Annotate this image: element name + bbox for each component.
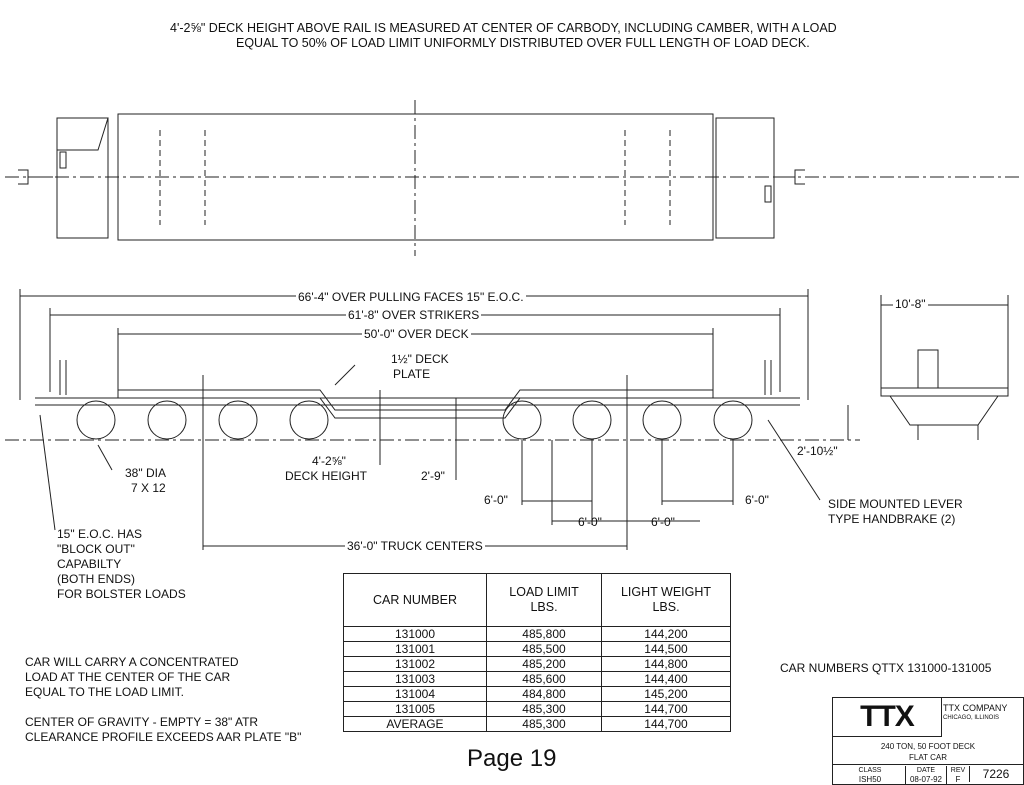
- header-note-line2: EQUAL TO 50% OF LOAD LIMIT UNIFORMLY DIS…: [236, 36, 810, 50]
- col-load-limit: LOAD LIMIT LBS.: [486, 573, 602, 627]
- title-block: TTX TTX COMPANY CHICAGO, ILLINOIS 240 TO…: [832, 697, 1024, 785]
- dim-two-ten: 2'-10½": [797, 444, 838, 458]
- car-weights-table: CAR NUMBER LOAD LIMIT LBS. LIGHT WEIGHT …: [343, 573, 731, 732]
- class-cell: CLASS ISH50: [858, 767, 882, 784]
- dim-six-d: 6'-0": [745, 493, 769, 507]
- ttx-logo: TTX: [833, 698, 942, 737]
- eoc-note: 15" E.O.C. HAS "BLOCK OUT" CAPABILTY (BO…: [57, 527, 186, 601]
- dim-two-nine: 2'-9": [421, 469, 445, 483]
- wheel-dia-label: 38" DIA: [125, 466, 166, 480]
- dim-width: 10'-8": [893, 297, 928, 312]
- dim-truck-centers: 36'-0" TRUCK CENTERS: [345, 539, 485, 554]
- company-name: TTX COMPANY: [943, 703, 1008, 713]
- wheel-size-label: 7 X 12: [131, 481, 166, 495]
- handbrake-label-1: SIDE MOUNTED LEVER: [828, 497, 963, 511]
- company-city: CHICAGO, ILLINOIS: [943, 715, 1000, 721]
- end-view: [880, 295, 1009, 440]
- date-cell: DATE 08-07-92: [905, 766, 946, 784]
- col-car-number: CAR NUMBER: [343, 573, 487, 627]
- dim-over-deck: 50'-0" OVER DECK: [362, 327, 471, 342]
- dim-six-c: 6'-0": [651, 515, 675, 529]
- page-number: Page 19: [467, 745, 557, 772]
- table-header-row: CAR NUMBER LOAD LIMIT LBS. LIGHT WEIGHT …: [343, 573, 731, 627]
- dim-strikers: 61'-8" OVER STRIKERS: [346, 308, 482, 323]
- top-view: [5, 100, 1020, 256]
- col-light-weight: LIGHT WEIGHT LBS.: [601, 573, 731, 627]
- dim-six-a: 6'-0": [484, 493, 508, 507]
- deck-height-dim: 4'-2⅝": [312, 454, 346, 468]
- deck-plate-label-1: 1½" DECK: [391, 352, 449, 366]
- dim-pulling-faces: 66'-4" OVER PULLING FACES 15" E.O.C.: [296, 290, 526, 305]
- rev-cell: REV F: [946, 766, 969, 784]
- deck-plate-label-2: PLATE: [393, 367, 431, 381]
- dim-six-b: 6'-0": [578, 515, 602, 529]
- deck-height-label: DECK HEIGHT: [285, 469, 368, 483]
- header-note-line1: 4'-2⅝" DECK HEIGHT ABOVE RAIL IS MEASURE…: [170, 21, 837, 35]
- car-description: 240 TON, 50 FOOT DECK FLAT CAR: [833, 737, 1023, 765]
- concentrated-load-note: CAR WILL CARRY A CONCENTRATED LOAD AT TH…: [25, 655, 239, 699]
- drawing-number: 7226: [969, 766, 1022, 782]
- car-numbers-note: CAR NUMBERS QTTX 131000-131005: [780, 661, 992, 675]
- handbrake-label-2: TYPE HANDBRAKE (2): [828, 512, 956, 526]
- center-of-gravity-note: CENTER OF GRAVITY - EMPTY = 38" ATR CLEA…: [25, 715, 302, 744]
